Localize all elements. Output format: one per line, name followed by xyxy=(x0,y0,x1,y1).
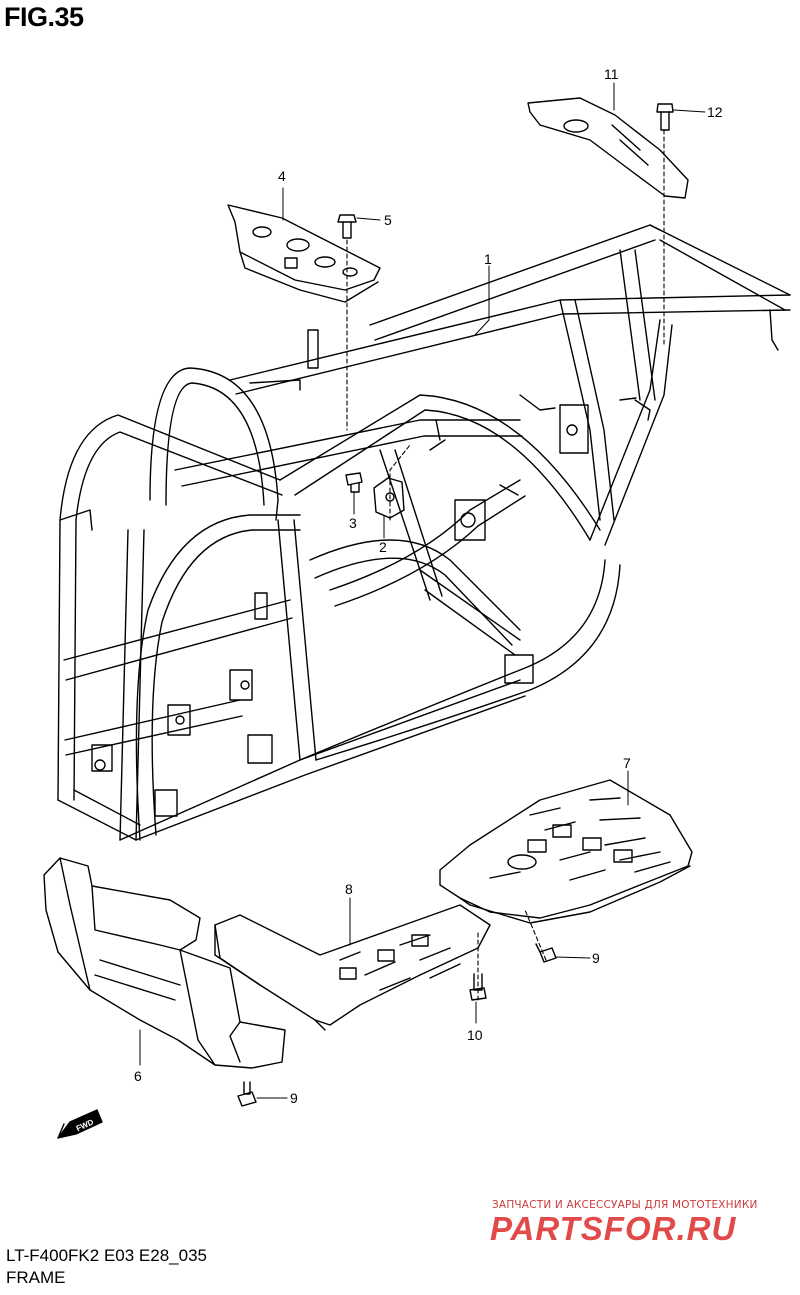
fwd-arrow-icon xyxy=(57,1109,103,1139)
watermark-tagline: ЗАПЧАСТИ И АКСЕССУАРЫ ДЛЯ МОТОТЕХНИКИ xyxy=(492,1199,758,1211)
part-12-bolt xyxy=(656,103,674,131)
part-9-bolt-upper xyxy=(535,943,557,963)
callout-2: 2 xyxy=(379,539,387,555)
frame-exploded-diagram: 1 2 3 4 5 6 7 8 9 9 10 11 12 FWD xyxy=(43,66,791,1139)
section-name: FRAME xyxy=(6,1268,66,1287)
part-7-skid-plate xyxy=(439,779,693,924)
model-code: LT-F400FK2 E03 E28_035 xyxy=(6,1246,207,1265)
callout-9-upper: 9 xyxy=(592,950,600,966)
figure-title: FIG.35 xyxy=(4,2,84,32)
callout-7: 7 xyxy=(623,755,631,771)
part-2-bracket xyxy=(373,477,405,519)
callout-6: 6 xyxy=(134,1068,142,1084)
watermark-logo: PARTSFOR.RU xyxy=(490,1210,737,1247)
callout-11: 11 xyxy=(604,66,619,82)
part-9-bolt-lower xyxy=(237,1081,257,1107)
callout-9-lower: 9 xyxy=(290,1090,298,1106)
callout-4: 4 xyxy=(278,168,286,184)
part-5-bolt xyxy=(337,214,357,239)
callout-8: 8 xyxy=(345,881,353,897)
callout-12: 12 xyxy=(707,104,723,120)
main-frame xyxy=(57,224,791,841)
callout-1: 1 xyxy=(484,251,492,267)
part-8-skid-plate xyxy=(214,904,491,1031)
part-3-bolt xyxy=(345,472,363,493)
callout-5: 5 xyxy=(384,212,392,228)
part-11-bracket xyxy=(527,97,689,199)
part-4-bracket xyxy=(227,204,381,303)
part-6-front-guard xyxy=(43,857,286,1069)
callout-3: 3 xyxy=(349,515,357,531)
callout-10: 10 xyxy=(467,1027,483,1043)
